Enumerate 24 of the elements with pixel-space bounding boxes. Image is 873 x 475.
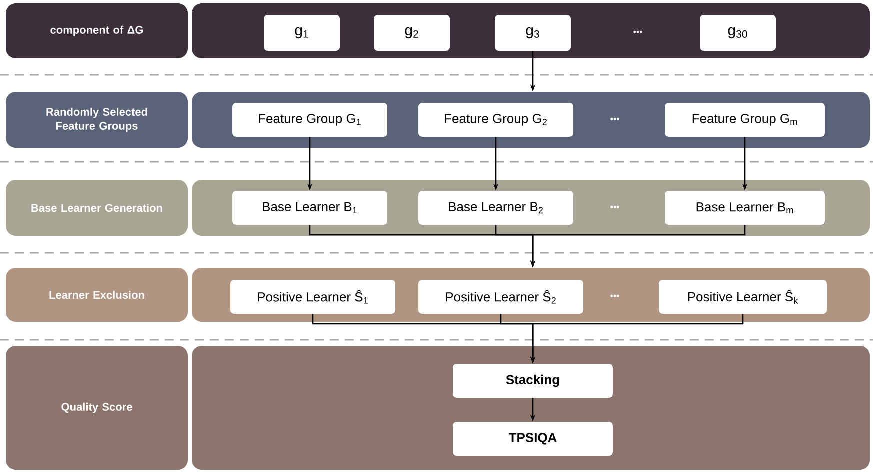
ellipsis: ••• (634, 30, 642, 34)
process-box: g$_{30}$ (700, 15, 776, 51)
process-box: Base Learner B$_{2}$ (418, 191, 574, 225)
process-box: Positive Learner Ŝ$_{2}$ (418, 280, 584, 314)
process-box: g$_{2}$ (374, 15, 450, 51)
ellipsis: ••• (610, 118, 620, 120)
row-label-box: Quality Score (6, 346, 188, 470)
process-box: Positive Learner Ŝ$_{k}$ (659, 280, 827, 314)
process-box: Base Learner B$_{m}$ (665, 191, 825, 225)
process-box: TPSIQA (453, 422, 613, 456)
ellipsis: ••• (610, 294, 620, 298)
process-box: Stacking (453, 364, 613, 398)
process-box: Positive Learner Ŝ$_{1}$ (230, 280, 396, 314)
process-box: Feature Group G$_{2}$ (418, 103, 574, 137)
process-box: Base Learner B$_{1}$ (232, 191, 388, 225)
process-box: Feature Group G$_{1}$ (232, 103, 388, 137)
process-box: g$_{3}$ (495, 15, 571, 51)
process-box: Feature Group G$_{m}$ (665, 103, 825, 137)
process-box: g$_{1}$ (264, 15, 340, 51)
row-label-box: Base Learner Generation (6, 180, 188, 236)
ellipsis: ••• (610, 206, 620, 208)
row-label-box: Randomly Selected Feature Groups (6, 92, 188, 148)
row-label-box: Learner Exclusion (6, 268, 188, 322)
row-label-box: component of ΔG (6, 4, 188, 58)
